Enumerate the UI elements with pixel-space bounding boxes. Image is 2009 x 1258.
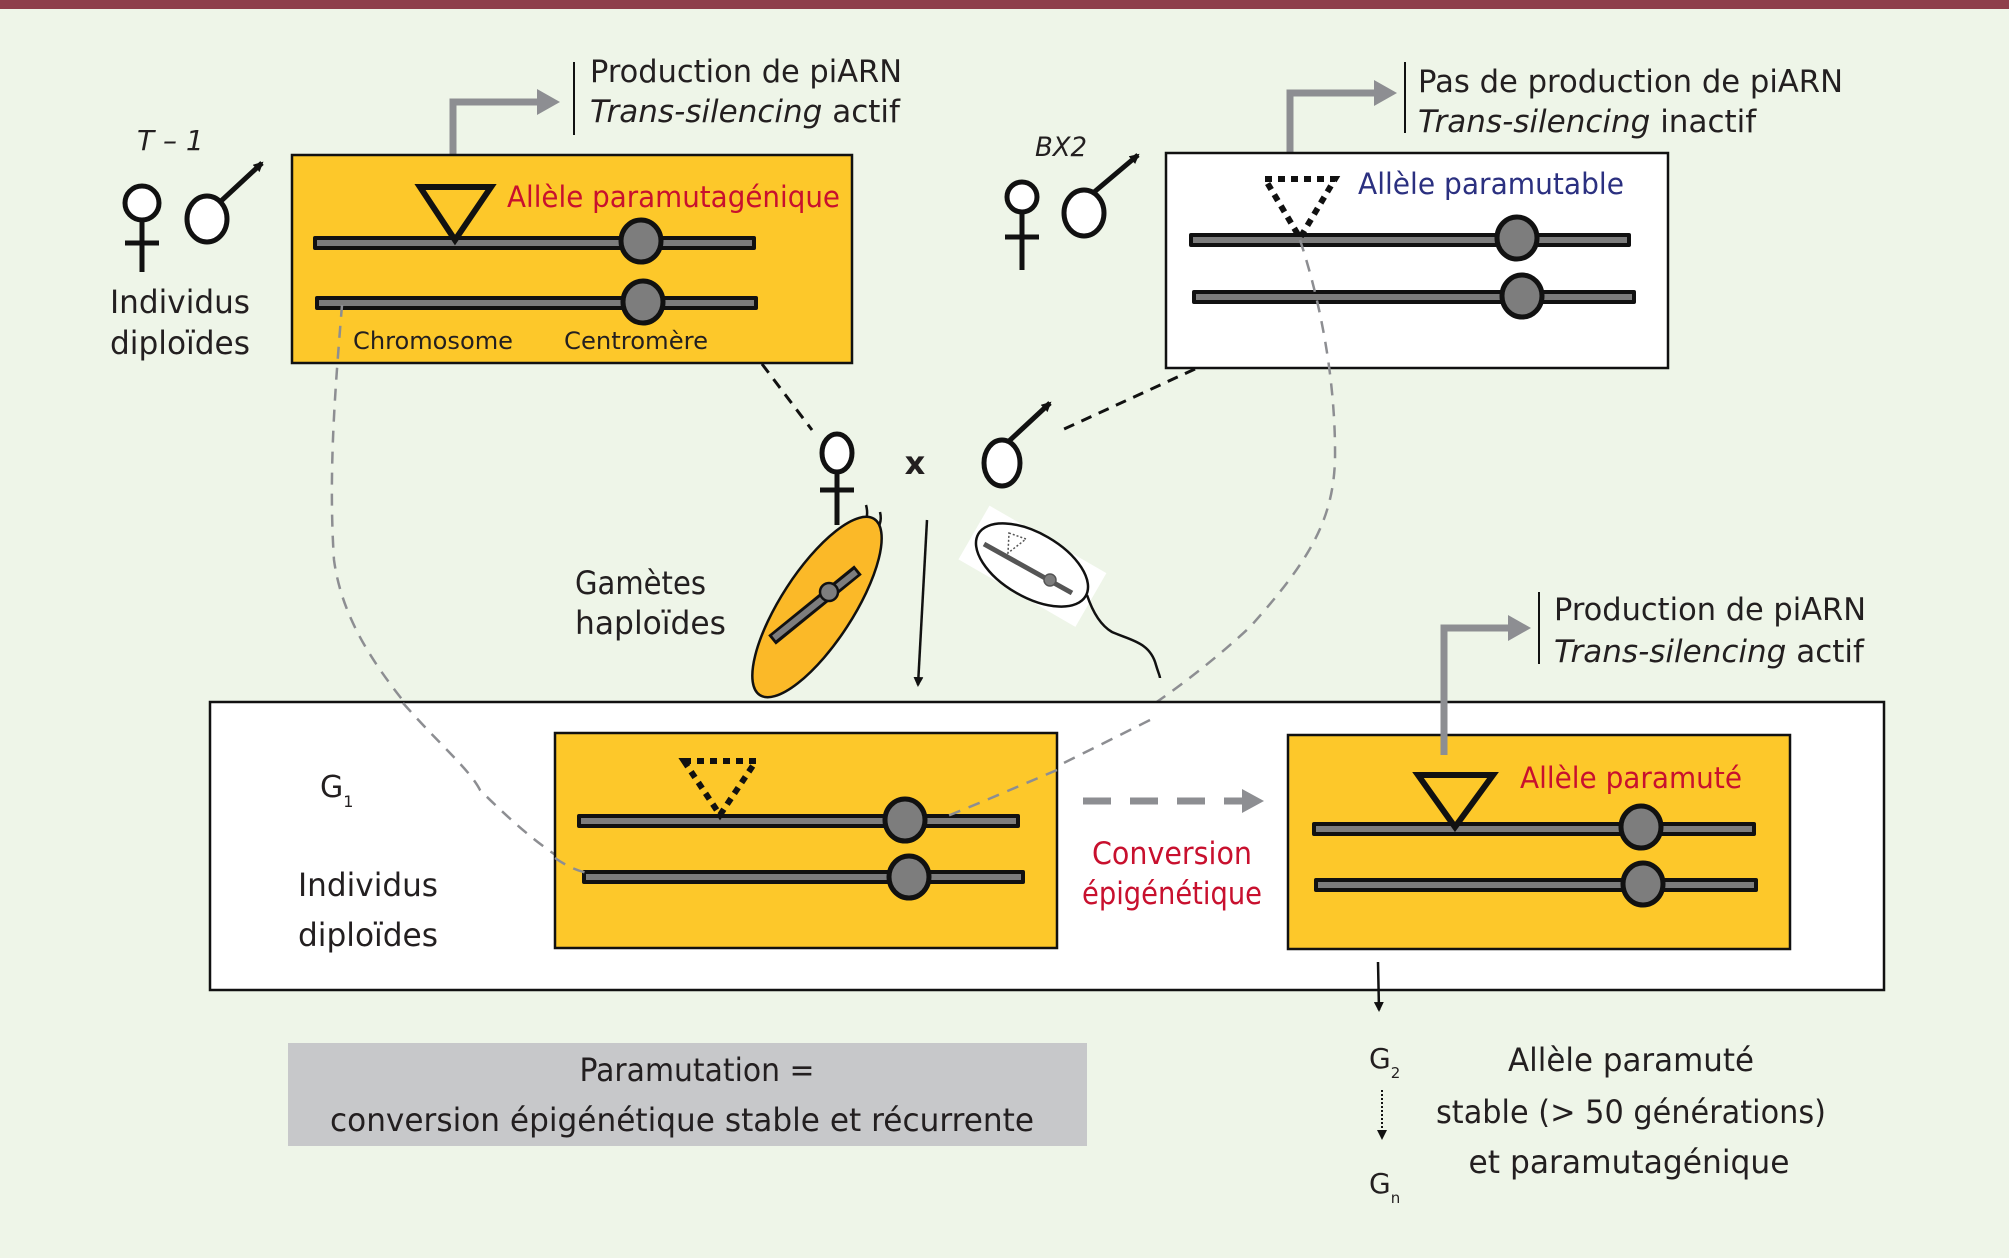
- g1-box-paramutated: Allèle paramuté: [1286, 733, 1792, 951]
- chromosome-1-left: [313, 217, 756, 265]
- chromosome-label: Chromosome: [353, 327, 513, 355]
- g1-letter: G: [320, 770, 343, 805]
- output-arrow-right: [1286, 89, 1376, 167]
- lineage-curve-paternal-end: [944, 768, 1058, 819]
- individuals-label: Individus: [110, 283, 250, 321]
- output-text-g1-1: Production de piARN: [1554, 592, 1866, 628]
- active-label: actif: [822, 94, 901, 130]
- output-arrow-left-head: [537, 89, 560, 115]
- centromere: [1494, 214, 1540, 262]
- box-paramutagenic: [290, 153, 854, 365]
- trans-silencing-italic: Trans-silencing: [590, 94, 822, 130]
- g1-subscript: 1: [343, 792, 353, 811]
- g2-arrow: [1373, 961, 1384, 1012]
- transposon-triangle-solid-icon: [414, 184, 497, 246]
- female-symbol-icon: [1004, 179, 1040, 270]
- g1-diploid-label: diploïdes: [298, 916, 438, 954]
- output-text-right-1: Pas de production de piARN: [1418, 64, 1843, 100]
- conversion-arrow-head: [1242, 789, 1264, 813]
- chromosome-2-g1: [582, 853, 1025, 901]
- inactive-label: inactif: [1650, 104, 1757, 140]
- g1-individuals-label: Individus: [298, 866, 438, 904]
- output-text-right-2: Trans-silencing inactif: [1418, 104, 1757, 140]
- centromere: [620, 278, 666, 326]
- chromosome-1-g1: [577, 796, 1020, 844]
- descendants-line-1: Allèle paramuté: [1508, 1041, 1754, 1079]
- transposon-triangle-dotted-icon: [1259, 176, 1341, 244]
- epigenetic-label: épigénétique: [1082, 876, 1262, 912]
- trans-silencing-italic: Trans-silencing: [1418, 104, 1650, 140]
- gn-letter: G: [1369, 1167, 1391, 1200]
- centromere: [886, 853, 932, 901]
- strain-label-t1: T – 1: [137, 124, 204, 157]
- definition-box: [288, 1043, 1087, 1146]
- transposon-triangle-solid-icon: [1412, 772, 1499, 833]
- definition-line-1: Paramutation =: [580, 1051, 815, 1089]
- centromere: [1618, 803, 1664, 851]
- fertilization-arrow: [913, 519, 929, 687]
- dash-link-female: [760, 363, 814, 431]
- lineage-curve-maternal-inner: [402, 702, 588, 875]
- output-arrow-g1: [1440, 624, 1510, 755]
- allele-paramutagenic-label: Allèle paramutagénique: [507, 180, 840, 214]
- chromosome-2-right: [1192, 272, 1636, 320]
- trans-silencing-italic: Trans-silencing: [1554, 634, 1786, 670]
- cross-symbol: x: [905, 444, 926, 482]
- box-paramutable: [1164, 151, 1670, 370]
- female-symbol-icon: [122, 183, 162, 272]
- output-arrow-left: [449, 98, 540, 173]
- gn-subscript: n: [1391, 1189, 1401, 1207]
- parent-left-group: T – 1 Individus diploïdes Production de …: [110, 54, 902, 365]
- lineage-curve-paternal-inner: [944, 718, 1151, 819]
- output-text-g1-2: Trans-silencing actif: [1554, 634, 1865, 670]
- male-symbol-icon: [981, 401, 1052, 489]
- diploid-label: diploïdes: [110, 324, 250, 362]
- strain-label-bx2: BX2: [1035, 132, 1087, 163]
- g1-label: G1: [320, 770, 353, 811]
- g2-letter: G: [1369, 1042, 1391, 1075]
- centromere: [1620, 860, 1666, 908]
- centromere: [618, 217, 664, 265]
- transposon-triangle-dotted-icon: [678, 758, 762, 821]
- parent-right-group: BX2 Pas de production de piARN Trans-sil…: [1004, 62, 1843, 370]
- male-symbol-icon: [1061, 153, 1140, 239]
- g2-subscript: 2: [1391, 1064, 1401, 1082]
- descendants-line-2: stable (> 50 générations): [1436, 1093, 1826, 1131]
- centromere: [882, 796, 928, 844]
- chromosome-1-paramutated: [1312, 803, 1756, 851]
- haploid-label: haploïdes: [575, 604, 726, 642]
- male-symbol-icon: [184, 161, 264, 245]
- active-label: actif: [1786, 634, 1865, 670]
- chromosome-1-right: [1189, 214, 1631, 262]
- centromere: [1499, 272, 1545, 320]
- female-gamete-icon: [751, 504, 883, 699]
- output-text-left-1: Production de piARN: [590, 54, 902, 90]
- allele-paramutable-label: Allèle paramutable: [1358, 167, 1624, 201]
- gametes-label: Gamètes: [575, 564, 706, 602]
- cross-group: x Gamètes haploïdes: [575, 363, 1196, 699]
- g2-label: G2: [1369, 1042, 1400, 1082]
- dash-link-male: [1061, 367, 1196, 432]
- top-bar: [0, 0, 2009, 9]
- chromosome-2-left: [315, 278, 758, 326]
- centromere-label: Centromère: [564, 327, 708, 355]
- male-gamete-icon: [958, 505, 1162, 679]
- output-text-left-2: Trans-silencing actif: [590, 94, 901, 130]
- conversion-label: Conversion: [1092, 836, 1252, 872]
- output-arrow-g1-head: [1508, 615, 1531, 641]
- allele-paramutated-label: Allèle paramuté: [1520, 761, 1742, 795]
- chromosome-2-paramutated: [1314, 860, 1758, 908]
- female-symbol-icon: [819, 431, 855, 525]
- g1-box-before-conversion: [553, 731, 1059, 950]
- descendants-line-3: et paramutagénique: [1469, 1143, 1790, 1181]
- output-arrow-right-head: [1374, 80, 1397, 106]
- definition-line-2: conversion épigénétique stable et récurr…: [330, 1101, 1034, 1139]
- gn-label: Gn: [1369, 1167, 1400, 1207]
- lineage-curve-maternal-end: [554, 856, 588, 875]
